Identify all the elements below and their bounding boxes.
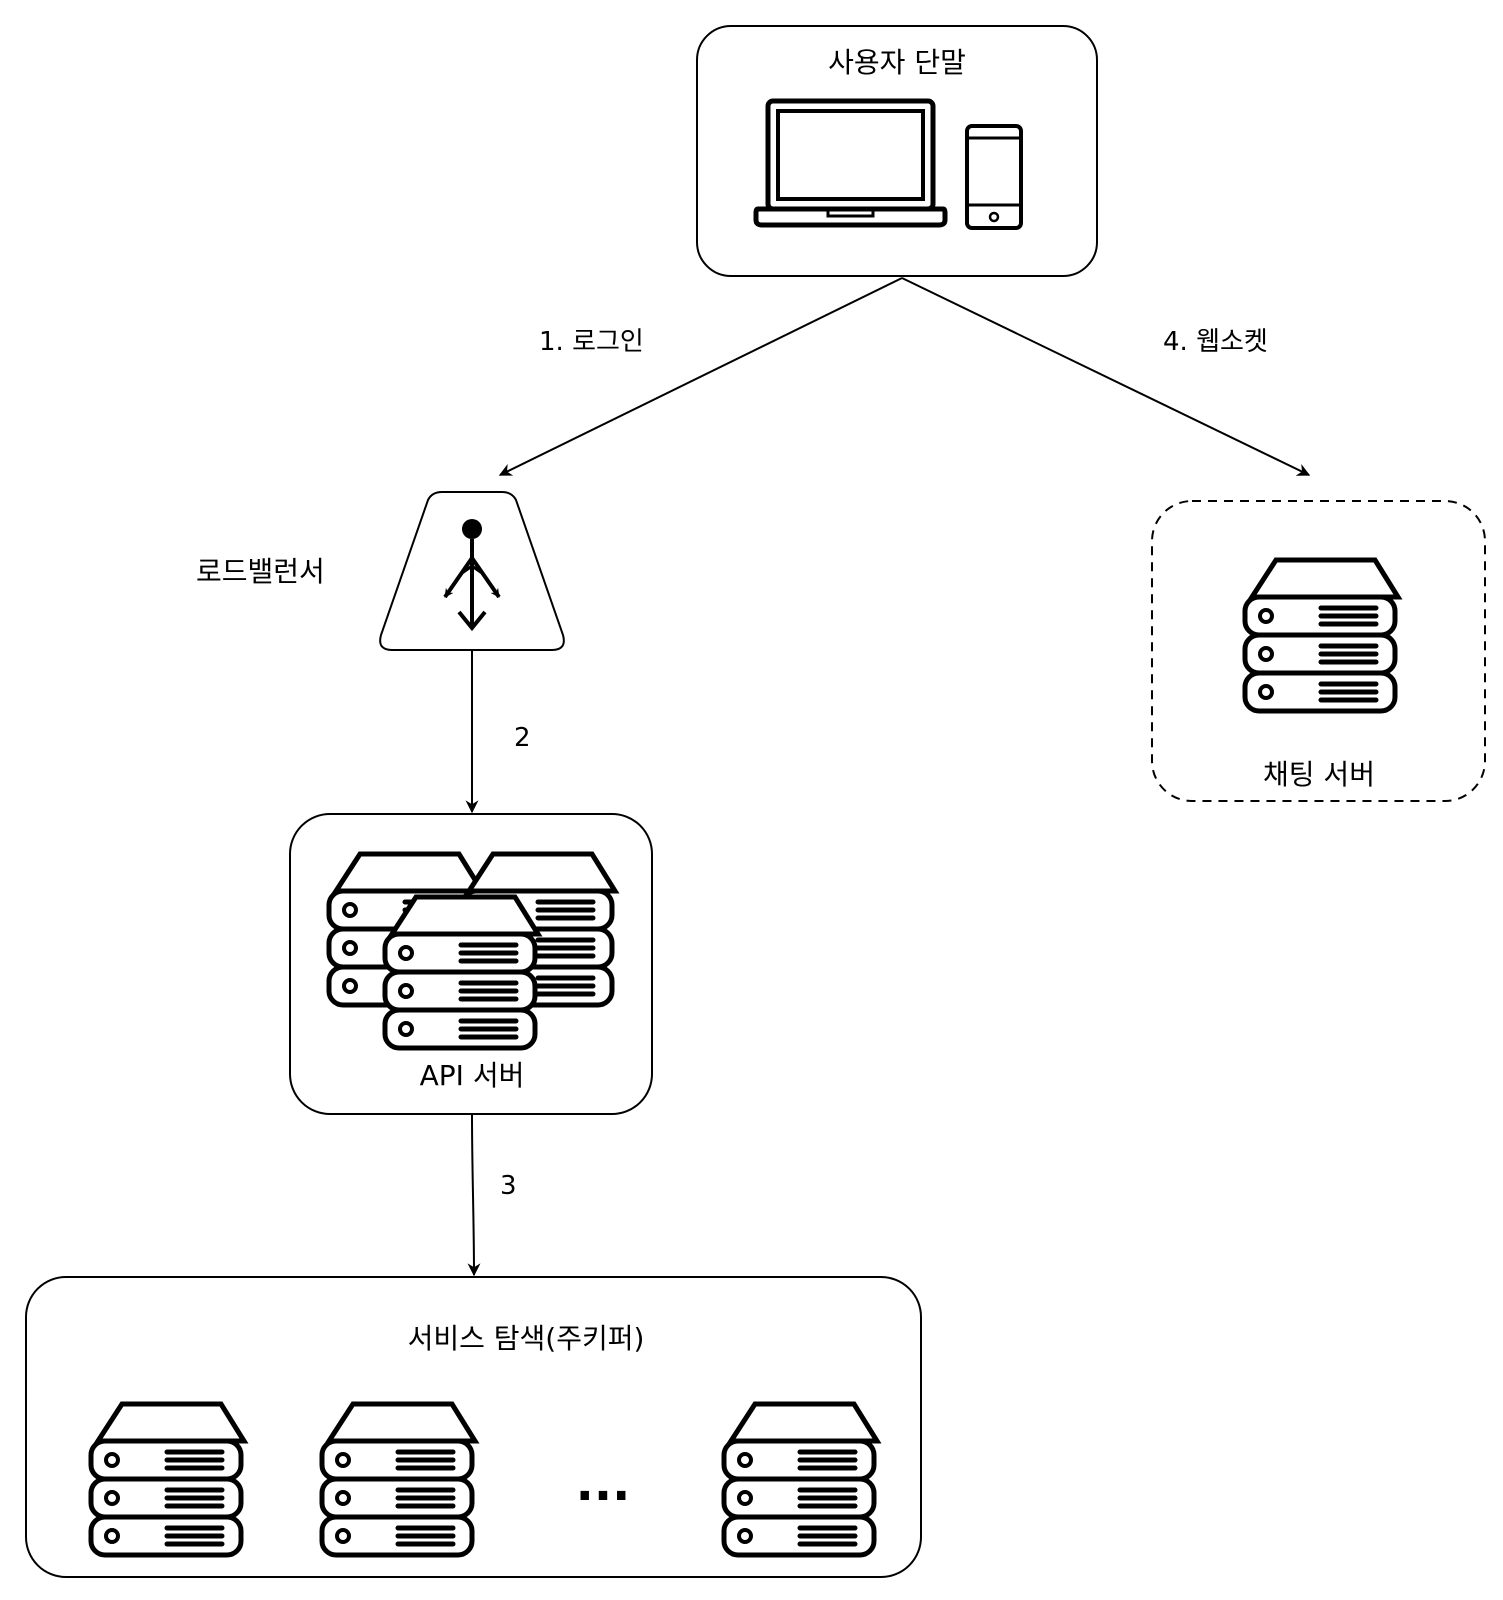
server-icon	[724, 1404, 877, 1555]
server-icon	[322, 1404, 475, 1555]
client-label: 사용자 단말	[828, 46, 966, 79]
chat-server-node[interactable]: 채팅 서버	[1151, 500, 1486, 802]
load-balancer-icon	[443, 519, 501, 632]
ellipsis: ...	[576, 1456, 631, 1512]
edge-login	[498, 277, 903, 476]
edge-label-3: 3	[500, 1171, 517, 1201]
api-server-label: API 서버	[420, 1059, 525, 1092]
api-server-node[interactable]: API 서버	[289, 813, 653, 1115]
client-node[interactable]: 사용자 단말	[696, 25, 1098, 277]
server-icon	[1245, 560, 1398, 711]
server-icon	[385, 897, 538, 1048]
server-icon	[91, 1404, 244, 1555]
chat-server-label: 채팅 서버	[1263, 758, 1375, 791]
edge-label-2: 2	[514, 723, 531, 753]
service-discovery-label: 서비스 탐색(주키퍼)	[408, 1322, 645, 1355]
service-discovery-node[interactable]: 서비스 탐색(주키퍼) ...	[25, 1276, 922, 1578]
load-balancer-label: 로드밸런서	[196, 555, 325, 588]
edge-api-to-sd	[467, 1114, 481, 1277]
edge-websocket	[901, 277, 1311, 476]
edge-label-login: 1. 로그인	[539, 327, 644, 357]
edge-label-websocket: 4. 웹소켓	[1163, 327, 1268, 357]
laptop-icon	[753, 98, 948, 228]
smartphone-icon	[965, 124, 1023, 230]
load-balancer-node[interactable]	[379, 491, 565, 651]
